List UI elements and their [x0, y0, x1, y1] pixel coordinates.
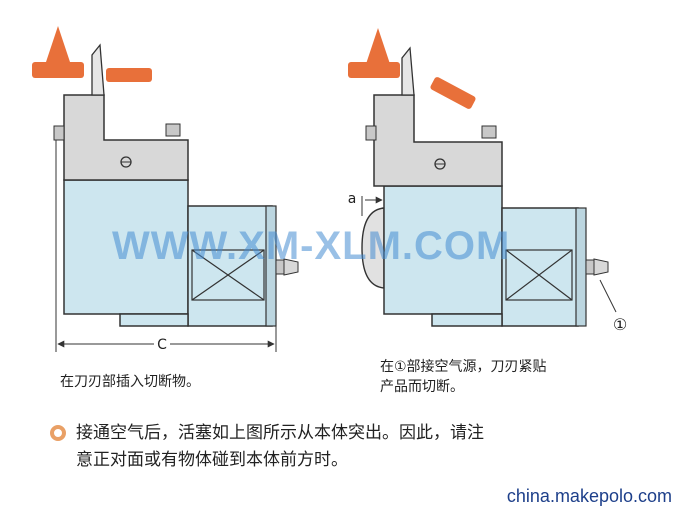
left-main-body [63, 179, 189, 315]
cutter-blade-icon [32, 26, 84, 78]
dimension-a-label: a [348, 191, 357, 207]
bullet-ring-icon [50, 425, 66, 441]
right-piston [361, 207, 385, 289]
watermark: WWW.XM-XLM.COM [112, 224, 511, 268]
right-air-fitting [585, 258, 609, 276]
right-cylinder [501, 207, 579, 327]
right-cutter-diagram: a ① [348, 28, 627, 334]
right-caption-line1: 在①部接空气源，刀刃紧贴 [380, 359, 547, 375]
right-main-body [383, 185, 503, 315]
note-text: 接通空气后，活塞如上图所示从本体突出。因此，请注 意正对面或有物体碰到本体前方时… [76, 420, 656, 474]
right-cutter-blade-icon [348, 28, 400, 78]
left-air-fitting [275, 258, 299, 276]
port-marker-label: ① [613, 315, 627, 334]
left-cutter-diagram: C [32, 26, 299, 353]
left-cylinder [187, 205, 273, 327]
left-workpiece [106, 68, 152, 82]
right-bracket [373, 94, 503, 187]
right-caption-line2: 产品而切断。 [380, 379, 464, 395]
note-line1: 接通空气后，活塞如上图所示从本体突出。因此，请注 [76, 423, 484, 443]
note-line2: 意正对面或有物体碰到本体前方时。 [76, 450, 348, 470]
right-blade [401, 46, 415, 96]
right-cut-piece [430, 77, 476, 109]
dimension-c-label: C [157, 337, 167, 353]
left-caption: 在刀刃部插入切断物。 [60, 374, 200, 390]
source-credit: china.makepolo.com [506, 486, 672, 506]
left-blade [91, 43, 105, 96]
